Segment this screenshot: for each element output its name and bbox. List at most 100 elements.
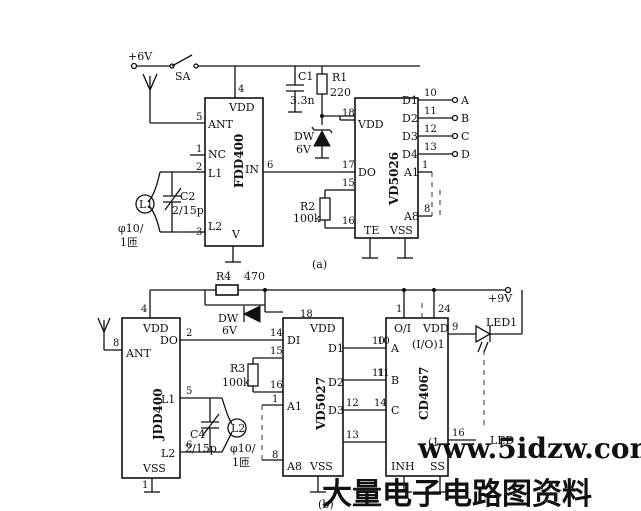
ic-jdd400-vdd: VDD bbox=[142, 322, 169, 335]
svg-text:24: 24 bbox=[438, 304, 451, 315]
zener-dw-b-value: 6V bbox=[222, 324, 238, 337]
svg-text:1: 1 bbox=[196, 144, 202, 155]
svg-text:2: 2 bbox=[196, 162, 202, 173]
svg-text:12: 12 bbox=[346, 398, 359, 409]
supply-label-b: +9V bbox=[488, 292, 513, 305]
ic-jdd400-l2: L2 bbox=[161, 447, 175, 460]
svg-text:9: 9 bbox=[452, 322, 458, 333]
led1-icon bbox=[475, 324, 492, 353]
ic-jdd400-ant: ANT bbox=[125, 347, 152, 360]
ic-cd4067-a: A bbox=[390, 342, 400, 355]
ic-cd4067-io16: (1 bbox=[428, 436, 439, 449]
ic-cd4067-vdd: VDD bbox=[422, 322, 449, 335]
zener-dw-a-name: DW bbox=[294, 130, 315, 143]
zener-dw-a-value: 6V bbox=[296, 143, 312, 156]
ic-fdd400-l2: L2 bbox=[208, 220, 222, 233]
caption-a: (a) bbox=[312, 258, 327, 271]
ic-fdd400-v: V bbox=[231, 228, 241, 241]
capacitor-c2-trim-arrow bbox=[164, 187, 182, 211]
ic-vd5027-di: DI bbox=[287, 334, 300, 347]
loop-coil-l2 bbox=[227, 418, 247, 438]
resistor-r1-value: 220 bbox=[330, 86, 351, 99]
output-label-d: D bbox=[461, 148, 470, 161]
ic-cd4067-c: C bbox=[391, 404, 399, 417]
ic-vd5027-vss: VSS bbox=[309, 460, 333, 473]
capacitor-c4-name: C4 bbox=[190, 428, 205, 441]
loop-coil-l1-name: L1 bbox=[139, 198, 153, 211]
svg-text:15: 15 bbox=[342, 178, 355, 189]
resistor-r1-name: R1 bbox=[332, 71, 347, 84]
ic-vd5026 bbox=[354, 97, 419, 239]
svg-text:10: 10 bbox=[424, 88, 437, 99]
svg-text:17: 17 bbox=[342, 160, 355, 171]
circuit-a: +6V SA FDD400 VDD ANT NC L1 L2 IN V 4 5 … bbox=[118, 50, 470, 271]
resistor-r2 bbox=[319, 197, 331, 221]
ic-jdd400 bbox=[121, 317, 181, 479]
svg-text:6: 6 bbox=[186, 440, 192, 451]
ic-jdd400-l1: L1 bbox=[161, 393, 175, 406]
ic-fdd400-l1: L1 bbox=[208, 167, 222, 180]
capacitor-c1-name: C1 bbox=[298, 70, 313, 83]
svg-text:8: 8 bbox=[424, 204, 430, 215]
resistor-r4 bbox=[215, 284, 239, 296]
ic-vd5026-te: TE bbox=[364, 224, 379, 237]
led16-label: LED bbox=[490, 434, 514, 447]
svg-text:11: 11 bbox=[377, 368, 390, 379]
loop-coil-l2-turns: 1匝 bbox=[232, 456, 250, 469]
resistor-r3-name: R3 bbox=[230, 362, 245, 375]
svg-text:6: 6 bbox=[267, 160, 273, 171]
output-terminal-d bbox=[451, 150, 459, 158]
svg-text:14: 14 bbox=[270, 328, 283, 339]
resistor-r4-value: 470 bbox=[244, 270, 265, 283]
ic-fdd400-vdd: VDD bbox=[228, 101, 255, 114]
capacitor-c1-value: 3.3n bbox=[290, 94, 315, 107]
ic-cd4067-io1: (I/O)1 bbox=[412, 338, 445, 351]
ic-vd5026-name: VD5026 bbox=[387, 152, 401, 206]
output-label-a: A bbox=[460, 94, 470, 107]
led1-label: LED1 bbox=[486, 316, 517, 329]
ic-cd4067-oi: O/I bbox=[394, 322, 411, 335]
ic-cd4067-b: B bbox=[391, 374, 399, 387]
capacitor-c2-name: C2 bbox=[180, 190, 195, 203]
resistor-r2-value: 100k bbox=[293, 212, 321, 225]
ic-vd5027-a1: A1 bbox=[286, 400, 302, 413]
caption-b: (b) bbox=[318, 498, 334, 511]
switch-sa-contact bbox=[169, 63, 175, 69]
svg-text:12: 12 bbox=[424, 124, 437, 135]
ic-fdd400-nc: NC bbox=[208, 148, 226, 161]
output-terminal-c bbox=[451, 132, 459, 140]
watermark-title: 大量电子电路图资料 bbox=[322, 477, 592, 511]
output-label-b: B bbox=[461, 112, 469, 125]
svg-text:15: 15 bbox=[270, 346, 283, 357]
svg-text:2: 2 bbox=[186, 328, 192, 339]
svg-text:8: 8 bbox=[113, 338, 119, 349]
supply-label-a: +6V bbox=[128, 50, 153, 63]
capacitor-c4-value: 2/15p bbox=[185, 442, 217, 455]
svg-text:8: 8 bbox=[272, 450, 278, 461]
antenna-icon bbox=[142, 73, 158, 123]
svg-text:10: 10 bbox=[372, 336, 385, 347]
ic-fdd400-in: IN bbox=[245, 163, 259, 176]
ic-vd5026-d1: D1 bbox=[402, 94, 418, 107]
ic-vd5027-a8: A8 bbox=[286, 460, 302, 473]
watermark-url: www.5idzw.com bbox=[417, 432, 641, 465]
resistor-r2-name: R2 bbox=[300, 200, 315, 213]
ic-vd5027-vdd: VDD bbox=[309, 322, 336, 335]
svg-text:16: 16 bbox=[270, 380, 283, 391]
loop-coil-l1-spec: φ10/ bbox=[118, 222, 144, 235]
zener-dw-b-name: DW bbox=[218, 312, 239, 325]
ic-vd5027-name: VD5027 bbox=[314, 377, 328, 431]
svg-text:1: 1 bbox=[422, 160, 428, 171]
svg-text:11: 11 bbox=[372, 368, 385, 379]
svg-text:10: 10 bbox=[377, 336, 390, 347]
svg-text:4: 4 bbox=[141, 304, 147, 315]
ic-vd5026-do: DO bbox=[358, 166, 376, 179]
ic-vd5026-a1: A1 bbox=[403, 166, 419, 179]
capacitor-c2-value: 2/15p bbox=[172, 204, 204, 217]
svg-text:16: 16 bbox=[342, 216, 355, 227]
svg-text:14: 14 bbox=[374, 398, 387, 409]
supply-terminal-b bbox=[504, 286, 512, 294]
output-terminal-b bbox=[451, 114, 459, 122]
ic-jdd400-vss: VSS bbox=[142, 462, 166, 475]
